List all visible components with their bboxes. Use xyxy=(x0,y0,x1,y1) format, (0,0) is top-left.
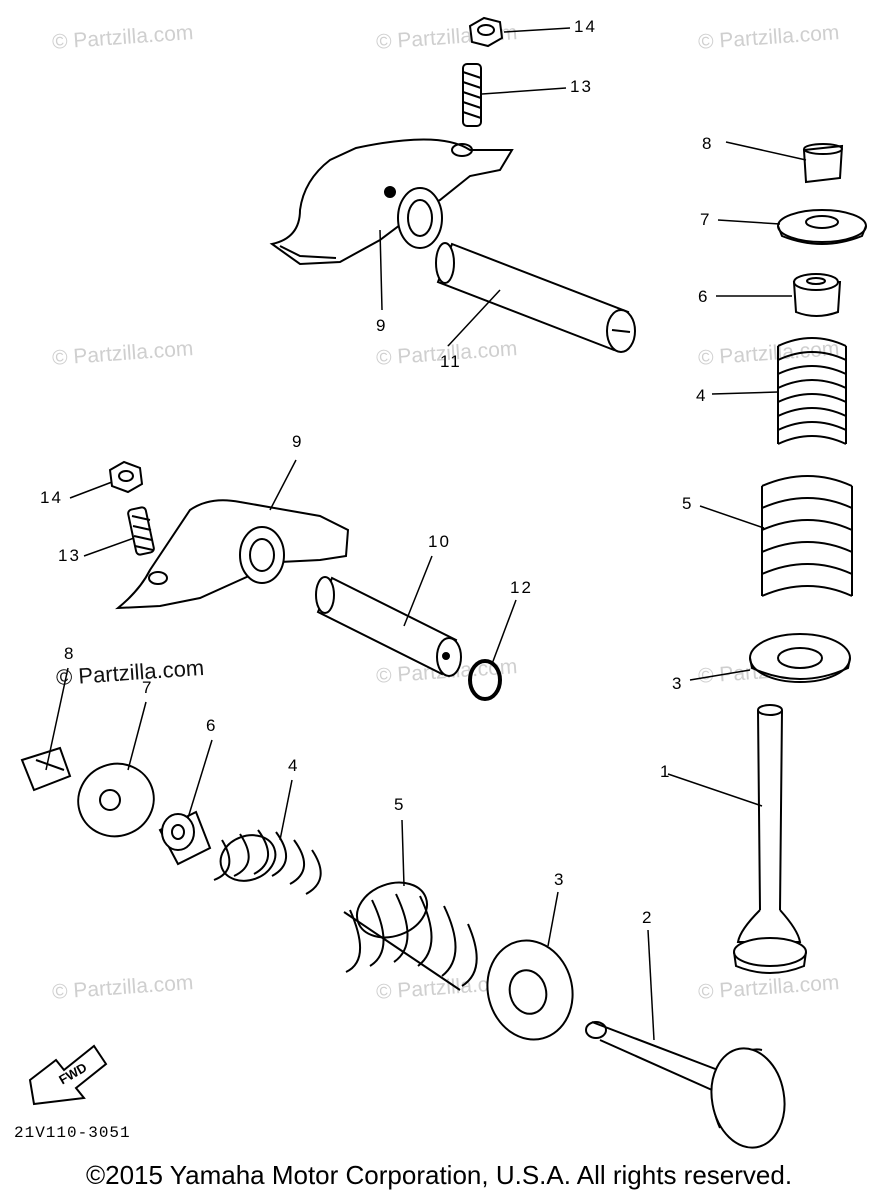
valve-part-1 xyxy=(733,704,807,974)
callout-14: 14 xyxy=(40,488,63,507)
inner-spring-part-4-right xyxy=(777,337,847,445)
callout-13: 13 xyxy=(58,546,81,565)
nut-part-14-left xyxy=(108,460,144,494)
callout-7: 7 xyxy=(142,678,154,697)
callout-10: 10 xyxy=(428,532,451,551)
callout-1: 1 xyxy=(660,762,672,781)
callout-14: 14 xyxy=(574,17,597,36)
callout-5: 5 xyxy=(394,795,406,814)
diagram-code: 21V110-3051 xyxy=(14,1124,131,1142)
copyright-notice: ©2015 Yamaha Motor Corporation, U.S.A. A… xyxy=(85,1160,793,1190)
callout-4: 4 xyxy=(288,756,300,775)
callout-8: 8 xyxy=(702,134,714,153)
callout-9: 9 xyxy=(376,316,388,335)
callout-6: 6 xyxy=(206,716,218,735)
callout-6: 6 xyxy=(698,287,710,306)
spring-seat-part-3-left xyxy=(486,939,574,1041)
valve-stem-seal-part-6-right xyxy=(792,273,842,317)
callout-3: 3 xyxy=(672,674,684,693)
adjust-screw-part-13-top xyxy=(462,63,482,127)
valve-stem-seal-part-6-left xyxy=(158,810,212,866)
valve-part-2 xyxy=(585,1021,786,1149)
leader-lines xyxy=(45,27,807,1041)
nut-part-14-top xyxy=(468,16,504,48)
rocker-arm-part-9-top xyxy=(269,138,514,266)
rocker-shaft-part-10 xyxy=(315,576,462,677)
callout-4: 4 xyxy=(696,386,708,405)
callout-12: 12 xyxy=(510,578,533,597)
adjust-screw-part-13-left xyxy=(127,506,155,556)
callout-8: 8 xyxy=(64,644,76,663)
valve-cotter-part-8-right xyxy=(802,143,844,184)
callout-2: 2 xyxy=(642,908,654,927)
callout-5: 5 xyxy=(682,494,694,513)
callout-13: 13 xyxy=(570,77,593,96)
outer-spring-part-5-left xyxy=(343,881,478,991)
callout-9: 9 xyxy=(292,432,304,451)
callout-7: 7 xyxy=(700,210,712,229)
o-ring-part-12 xyxy=(468,659,502,701)
fwd-arrow-icon xyxy=(28,1044,108,1106)
inner-spring-part-4-left xyxy=(213,829,322,895)
callout-3: 3 xyxy=(554,870,566,889)
spring-seat-part-3-right xyxy=(749,633,851,683)
spring-retainer-part-7-left xyxy=(77,762,155,838)
rocker-arm-part-9-mid xyxy=(115,499,350,610)
callout-11: 11 xyxy=(440,352,462,371)
outer-spring-part-5-right xyxy=(761,475,853,597)
spring-retainer-part-7-right xyxy=(777,209,867,245)
rocker-shaft-part-11 xyxy=(435,242,636,353)
